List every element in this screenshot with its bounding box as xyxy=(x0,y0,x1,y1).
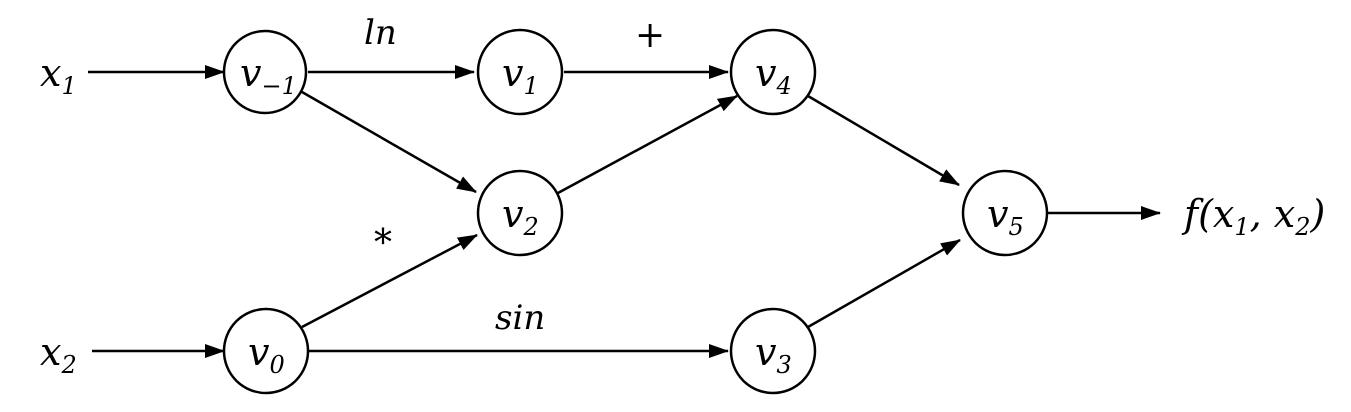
node-v2-label: v2 xyxy=(502,192,539,241)
node-v5-label: v5 xyxy=(987,192,1024,241)
edge-v0-to-v2 xyxy=(301,233,478,329)
edge-v4-to-v5 xyxy=(807,94,960,187)
node-v2-circle xyxy=(476,169,564,257)
input-x1-label: x1 xyxy=(40,51,77,100)
node-v3-circle xyxy=(729,307,817,395)
node-v1-label: v1 xyxy=(502,51,539,100)
node-v4-circle xyxy=(729,28,817,116)
edge-label-plus: + xyxy=(635,15,665,56)
edge-v2-to-v4 xyxy=(557,94,738,195)
node-v-minus1-label: v−1 xyxy=(240,51,297,100)
edge-label-ln: ln xyxy=(364,13,397,53)
node-v3-label: v3 xyxy=(755,330,792,379)
edges xyxy=(88,65,1161,358)
edge-label-mul: * xyxy=(374,223,392,264)
node-v0-label: v0 xyxy=(248,330,285,379)
node-v0-circle xyxy=(222,307,310,395)
edge-label-sin: sin xyxy=(495,298,545,338)
node-v5-circle xyxy=(961,169,1049,257)
nodes xyxy=(222,28,1049,395)
edge-v3-to-v5 xyxy=(807,238,961,329)
node-v-minus1-circle xyxy=(222,29,308,115)
output-label: f(x1, x2) xyxy=(1181,192,1325,241)
edge-v-minus1-to-v2 xyxy=(301,90,477,194)
node-v1-circle xyxy=(476,28,564,116)
node-v4-label: v4 xyxy=(755,51,792,100)
input-x2-label: x2 xyxy=(40,330,77,379)
